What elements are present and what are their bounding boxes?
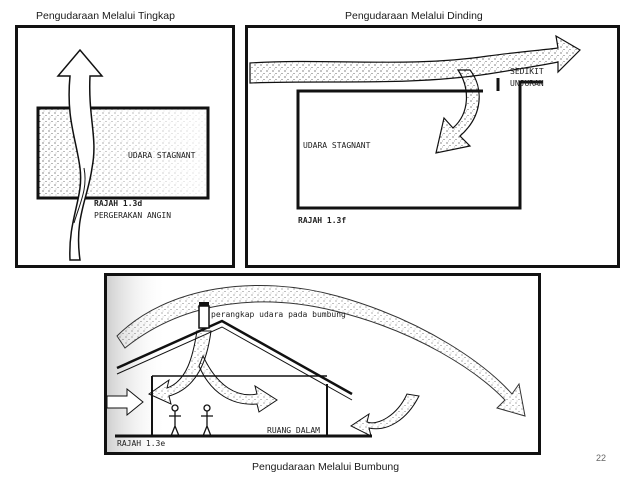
house-structure xyxy=(115,375,372,438)
diagram-window-ventilation: UDARA STAGNANT RAJAH 1.3d PERGERAKAN ANG… xyxy=(15,25,235,268)
wind-arrow-horizontal xyxy=(249,34,581,84)
caption-wall-ventilation: Pengudaraan Melalui Dinding xyxy=(345,10,483,22)
figure-label: RAJAH 1.3f xyxy=(298,216,346,225)
room-outline xyxy=(296,78,543,210)
note-line-1: SEDIKIT xyxy=(510,67,544,76)
air-inlet-arrow xyxy=(107,387,144,417)
wind-arrow-into-room xyxy=(435,69,480,154)
diagram-wall-ventilation: SEDIKIT UNJURAN UDARA STAGNANT RAJAH 1.3… xyxy=(245,25,620,268)
people-figures xyxy=(169,404,213,437)
catcher-label: perangkap udara pada bumbung xyxy=(211,310,346,319)
room-label: UDARA STAGNANT xyxy=(128,151,196,160)
room-label: UDARA STAGNANT xyxy=(303,141,371,150)
figure-label: RAJAH 1.3d xyxy=(94,199,142,208)
page-number: 22 xyxy=(596,453,607,463)
wind-arc-over-roof xyxy=(116,284,526,417)
note-line-2: UNJURAN xyxy=(510,79,544,88)
figure-caption: PERGERAKAN ANGIN xyxy=(94,211,171,220)
roof-air-catcher xyxy=(198,302,210,329)
air-outlet-arrow xyxy=(350,393,420,437)
caption-roof-ventilation: Pengudaraan Melalui Bumbung xyxy=(252,461,400,473)
air-downdraft-arrows xyxy=(147,330,278,413)
room-outline xyxy=(36,106,210,200)
room-label: RUANG DALAM xyxy=(267,426,320,435)
diagram-roof-ventilation: perangkap udara pada bumbung RUANG DA xyxy=(104,273,541,455)
wind-arrow-vertical xyxy=(56,48,104,261)
figure-label: RAJAH 1.3e xyxy=(117,439,165,448)
caption-window-ventilation: Pengudaraan Melalui Tingkap xyxy=(36,10,175,22)
